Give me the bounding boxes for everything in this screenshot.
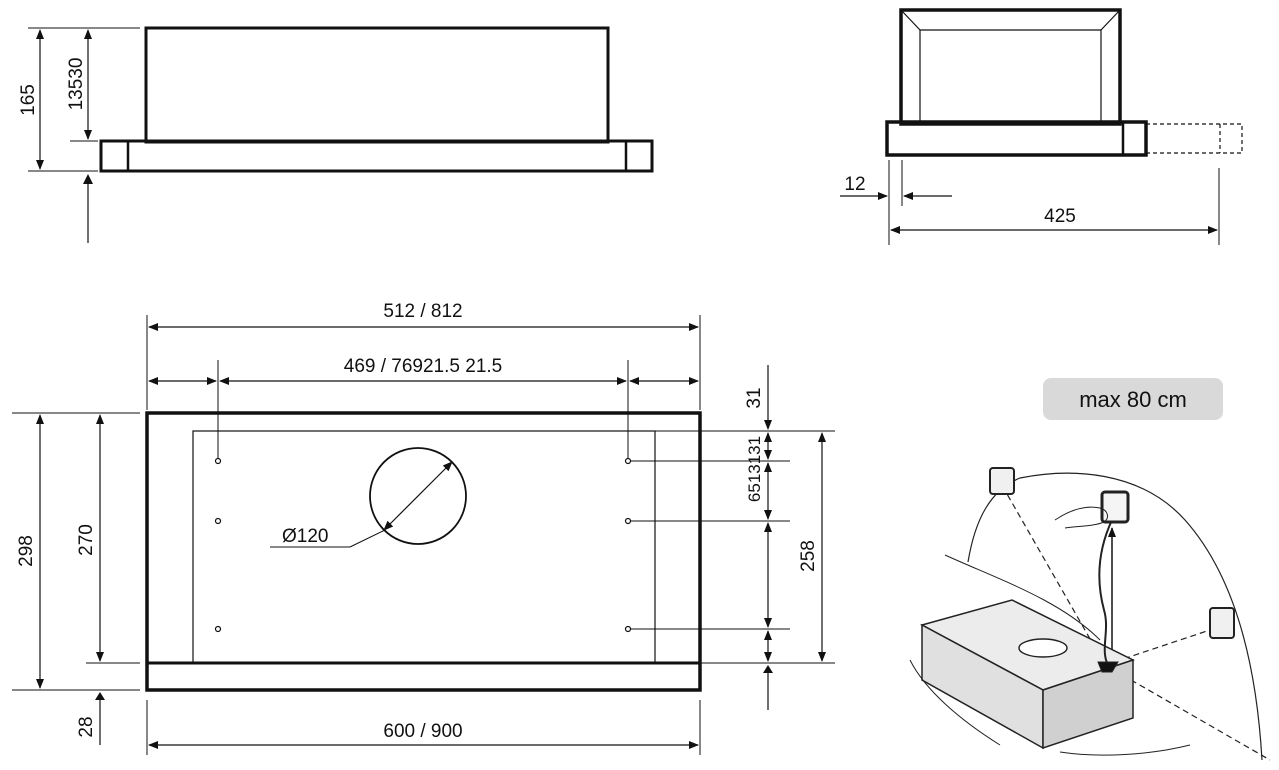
- installation-illustration: [909, 467, 1271, 761]
- dim-hole-spacing-label: 6513131: [745, 436, 764, 502]
- dim-offset-label: 12: [844, 174, 865, 195]
- mount-hole: [214, 457, 222, 465]
- dim-total-width-label: 600 / 900: [383, 721, 462, 742]
- front-view: [840, 8, 1243, 245]
- reach-arc: [967, 472, 1263, 761]
- mount-hole: [214, 517, 222, 525]
- box-duct-opening: [1018, 638, 1068, 658]
- switch-plate-right: [1209, 607, 1235, 639]
- dim-depth-298-label: 298: [16, 535, 37, 567]
- hood-front-base: [885, 120, 1148, 157]
- max-distance-label: max 80 cm: [1079, 387, 1187, 412]
- switch-plate-left: [989, 467, 1015, 495]
- dim-duct-diameter-label: Ø120: [282, 526, 328, 547]
- dim-inner-depth-label: 270: [76, 524, 97, 556]
- dim-outer-width-label: 512 / 812: [383, 301, 462, 322]
- max-distance-badge: [1043, 378, 1223, 420]
- mount-hole: [214, 625, 222, 633]
- side-view: [28, 26, 654, 243]
- mount-hole: [624, 457, 632, 465]
- dim-top-offset-label: 31: [744, 387, 765, 408]
- duct-opening: [369, 447, 467, 545]
- dim-body-height-label: 13530: [66, 58, 87, 111]
- switch-plate-center: [1100, 490, 1130, 524]
- dim-front-strip-label: 28: [76, 716, 97, 737]
- hood-top-outline: [145, 411, 702, 692]
- mount-hole: [624, 517, 632, 525]
- dim-inner-width-label: 469 / 76921.5 21.5: [344, 356, 502, 377]
- hood-body-outline: [144, 26, 610, 144]
- extended-drawer-outline: [1145, 123, 1243, 154]
- dim-right-depth-label: 258: [798, 540, 819, 572]
- hand-sketch: [1054, 506, 1108, 529]
- hood-front-outline: [899, 8, 1122, 126]
- dim-depth-label: 425: [1044, 206, 1076, 227]
- dim-total-height-label: 165: [18, 84, 39, 116]
- mount-hole: [624, 625, 632, 633]
- inner-panel-outline: [192, 430, 656, 664]
- top-view: [12, 315, 835, 755]
- hood-base-outline: [99, 139, 654, 173]
